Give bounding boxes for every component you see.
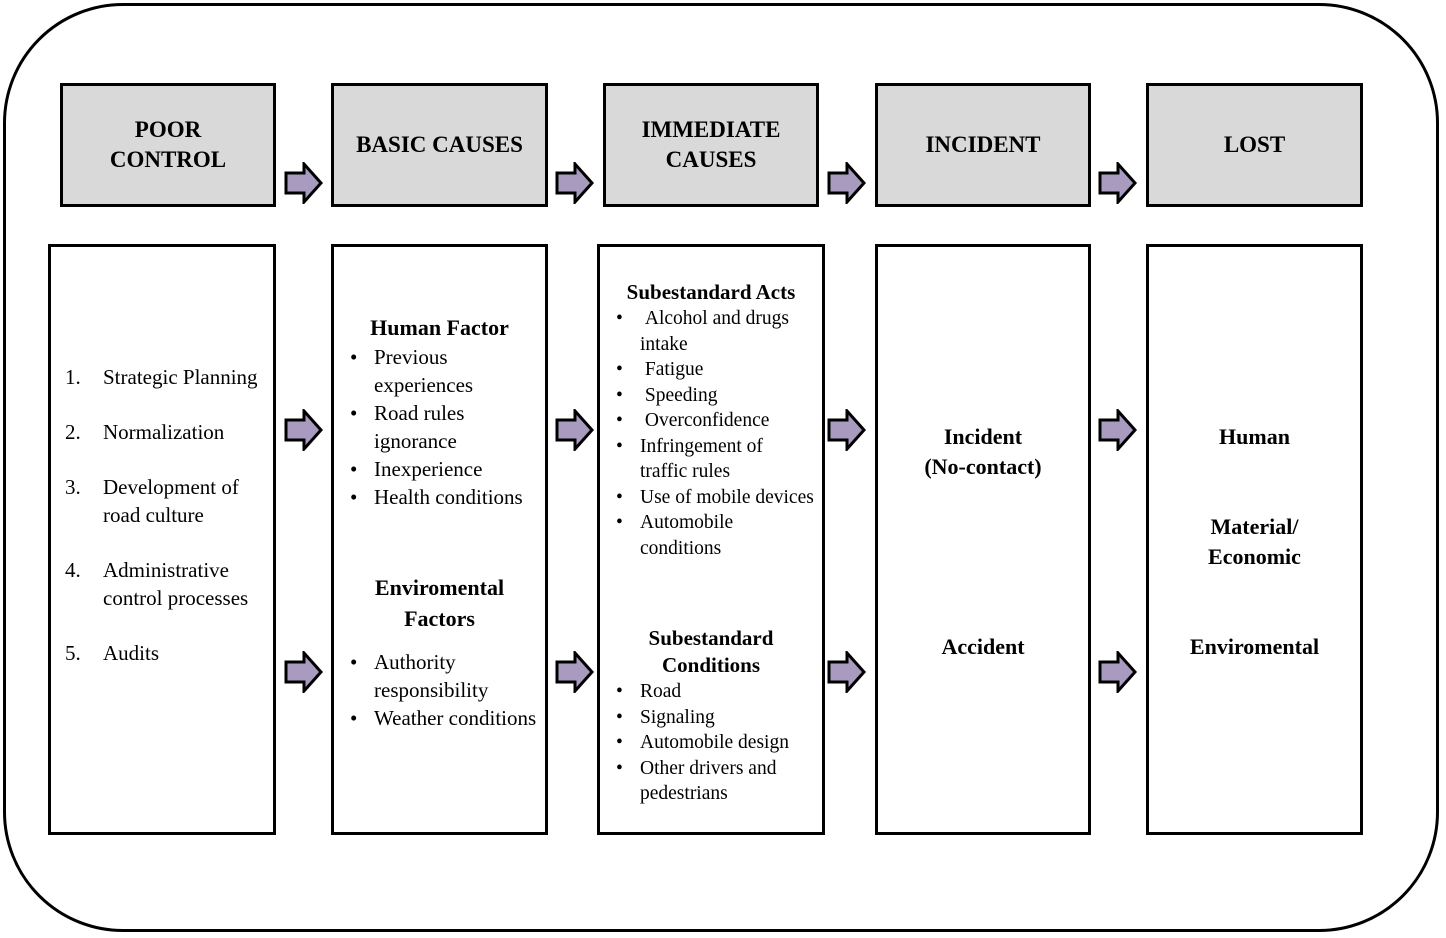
rounded-frame <box>3 3 1439 932</box>
bullet-item: Inexperience <box>348 455 538 483</box>
header-poor-control: POOR CONTROL <box>60 83 276 207</box>
list-item-number: 2. <box>65 420 81 444</box>
arrow-right-icon <box>284 651 324 693</box>
poor-control-box: 1. Strategic Planning 2. Normalization 3. Dev… <box>48 244 276 835</box>
human-factor-title: Human Factor <box>370 315 509 340</box>
list-item: 4. Administrative control processes <box>65 556 265 612</box>
bullet-item: Automobile design <box>614 730 814 756</box>
bullet-item: Road <box>614 679 814 705</box>
arrow-right-icon <box>1098 162 1138 204</box>
bullet-item: Use of mobile devices <box>614 485 814 511</box>
header-lost: LOST <box>1146 83 1363 207</box>
incident-no-contact-label: Incident (No-contact) <box>924 424 1042 479</box>
bullet-item: Other drivers and pedestrians <box>614 756 814 807</box>
bullet-item: Signaling <box>614 705 814 731</box>
arrow-right-icon <box>555 651 595 693</box>
lost-box: Human Material/ Economic Enviromental <box>1146 244 1363 835</box>
bullet-item: Weather conditions <box>348 704 538 732</box>
bullet-item: Alcohol and drugs intake <box>614 306 814 357</box>
arrow-right-icon <box>555 409 595 451</box>
bullet-item: Health conditions <box>348 483 538 511</box>
header-incident: INCIDENT <box>875 83 1091 207</box>
list-item: 3. Development of road culture <box>65 473 265 529</box>
bullet-item: Infringement of traffic rules <box>614 434 814 485</box>
arrow-right-icon <box>827 409 867 451</box>
list-item-number: 3. <box>65 475 81 499</box>
list-item: 5. Audits <box>65 639 265 667</box>
list-item: 2. Normalization <box>65 418 265 446</box>
list-item-number: 5. <box>65 641 81 665</box>
lost-material-economic-label: Material/ Economic <box>1208 514 1301 569</box>
arrow-right-icon <box>284 409 324 451</box>
bullet-item: Authority responsibility <box>348 648 538 704</box>
list-item-text: Normalization <box>103 420 225 444</box>
bullet-item: Overconfidence <box>614 408 814 434</box>
arrow-right-icon <box>827 651 867 693</box>
arrow-right-icon <box>284 162 324 204</box>
subestandard-acts-list: Alcohol and drugs intake Fatigue Speedin… <box>614 306 814 561</box>
subestandard-conditions-title: Subestandard Conditions <box>648 626 774 677</box>
arrow-right-icon <box>1098 409 1138 451</box>
header-immediate-causes: IMMEDIATE CAUSES <box>603 83 819 207</box>
lost-human-label: Human <box>1219 424 1290 449</box>
arrow-right-icon <box>555 162 595 204</box>
list-item-text: Audits <box>103 641 160 665</box>
list-item-number: 4. <box>65 558 81 582</box>
list-item-number: 1. <box>65 365 81 389</box>
lost-environmental-label: Enviromental <box>1189 634 1320 659</box>
accident-label: Accident <box>941 634 1025 659</box>
immediate-causes-box: Subestandard Acts Alcohol and drugs inta… <box>597 244 825 835</box>
bullet-item: Road rules ignorance <box>348 399 538 455</box>
subestandard-acts-title: Subestandard Acts <box>626 280 796 304</box>
list-item-text: Development of road culture <box>103 475 239 527</box>
basic-causes-box: Human Factor Previous experiencesRoad ru… <box>331 244 548 835</box>
bullet-item: Fatigue <box>614 357 814 383</box>
arrow-right-icon <box>1098 651 1138 693</box>
human-factor-list: Previous experiencesRoad rules ignorance… <box>348 343 538 511</box>
subestandard-conditions-list: RoadSignalingAutomobile designOther driv… <box>614 679 814 807</box>
header-basic-causes: BASIC CAUSES <box>331 83 548 207</box>
list-item-text: Strategic Planning <box>103 365 258 389</box>
poor-control-list: 1. Strategic Planning 2. Normalization 3. Dev… <box>65 363 265 694</box>
environmental-factors-list: Authority responsibilityWeather conditio… <box>348 648 538 732</box>
incident-box: Incident (No-contact) Accident <box>875 244 1091 835</box>
list-item-text: Administrative control processes <box>103 558 249 610</box>
list-item: 1. Strategic Planning <box>65 363 265 391</box>
arrow-right-icon <box>827 162 867 204</box>
environmental-factors-title: Enviromental Factors <box>374 575 505 631</box>
bullet-item: Previous experiences <box>348 343 538 399</box>
bullet-item: Automobile conditions <box>614 510 814 561</box>
bullet-item: Speeding <box>614 383 814 409</box>
